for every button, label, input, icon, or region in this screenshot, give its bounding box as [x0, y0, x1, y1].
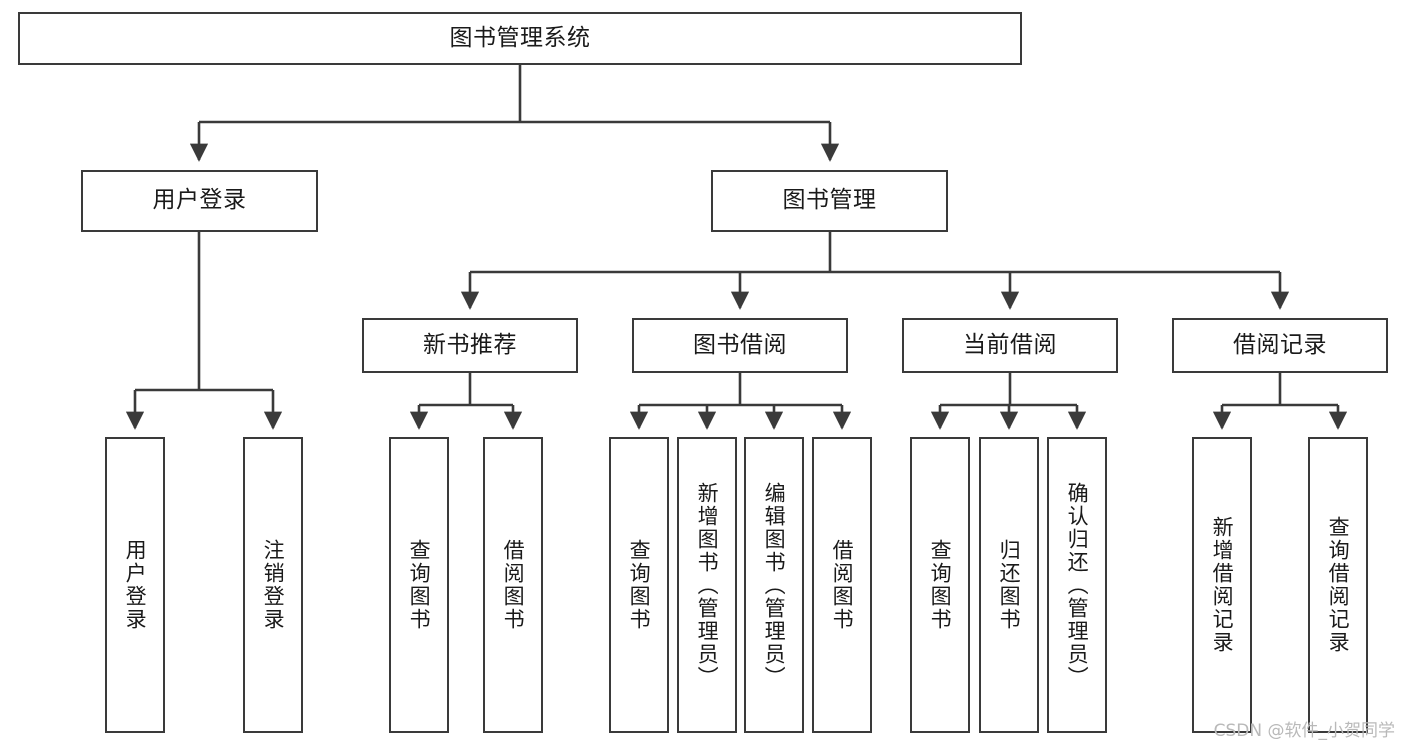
- node-root-book-management-system[interactable]: 图书管理系统: [18, 12, 1022, 65]
- leaf-label: 查询借阅记录: [1326, 516, 1351, 654]
- leaf-label: 归还图书: [997, 539, 1022, 631]
- leaf-user-login-login[interactable]: 用户登录: [105, 437, 165, 733]
- leaf-label: 确认归还（管理员）: [1065, 481, 1090, 689]
- leaf-label: 借阅图书: [501, 539, 526, 631]
- leaf-borrow-record-add-record[interactable]: 新增借阅记录: [1192, 437, 1252, 733]
- leaf-label: 新增图书（管理员）: [695, 481, 720, 689]
- leaf-borrow-record-query-record[interactable]: 查询借阅记录: [1308, 437, 1368, 733]
- leaf-label: 注销登录: [261, 539, 286, 631]
- leaf-label: 新增借阅记录: [1210, 516, 1235, 654]
- leaf-label: 查询图书: [627, 539, 652, 631]
- leaf-book-borrow-add-book-admin[interactable]: 新增图书（管理员）: [677, 437, 737, 733]
- leaf-current-borrow-confirm-return-admin[interactable]: 确认归还（管理员）: [1047, 437, 1107, 733]
- leaf-current-borrow-query-books[interactable]: 查询图书: [910, 437, 970, 733]
- leaf-label: 用户登录: [123, 539, 148, 631]
- leaf-user-login-logout[interactable]: 注销登录: [243, 437, 303, 733]
- node-borrow-record[interactable]: 借阅记录: [1172, 318, 1388, 373]
- leaf-new-book-query-books[interactable]: 查询图书: [389, 437, 449, 733]
- leaf-label: 查询图书: [928, 539, 953, 631]
- leaf-book-borrow-edit-book-admin[interactable]: 编辑图书（管理员）: [744, 437, 804, 733]
- leaf-label: 借阅图书: [830, 539, 855, 631]
- csdn-watermark: CSDN @软件_小贺同学: [1213, 721, 1395, 741]
- node-user-login[interactable]: 用户登录: [81, 170, 318, 232]
- leaf-label: 查询图书: [407, 539, 432, 631]
- node-book-borrow[interactable]: 图书借阅: [632, 318, 848, 373]
- node-current-borrow[interactable]: 当前借阅: [902, 318, 1118, 373]
- leaf-book-borrow-query-books[interactable]: 查询图书: [609, 437, 669, 733]
- leaf-label: 编辑图书（管理员）: [762, 481, 787, 689]
- leaf-new-book-borrow-books[interactable]: 借阅图书: [483, 437, 543, 733]
- node-new-book-recommendation[interactable]: 新书推荐: [362, 318, 578, 373]
- leaf-current-borrow-return-books[interactable]: 归还图书: [979, 437, 1039, 733]
- node-book-management[interactable]: 图书管理: [711, 170, 948, 232]
- leaf-book-borrow-borrow-books[interactable]: 借阅图书: [812, 437, 872, 733]
